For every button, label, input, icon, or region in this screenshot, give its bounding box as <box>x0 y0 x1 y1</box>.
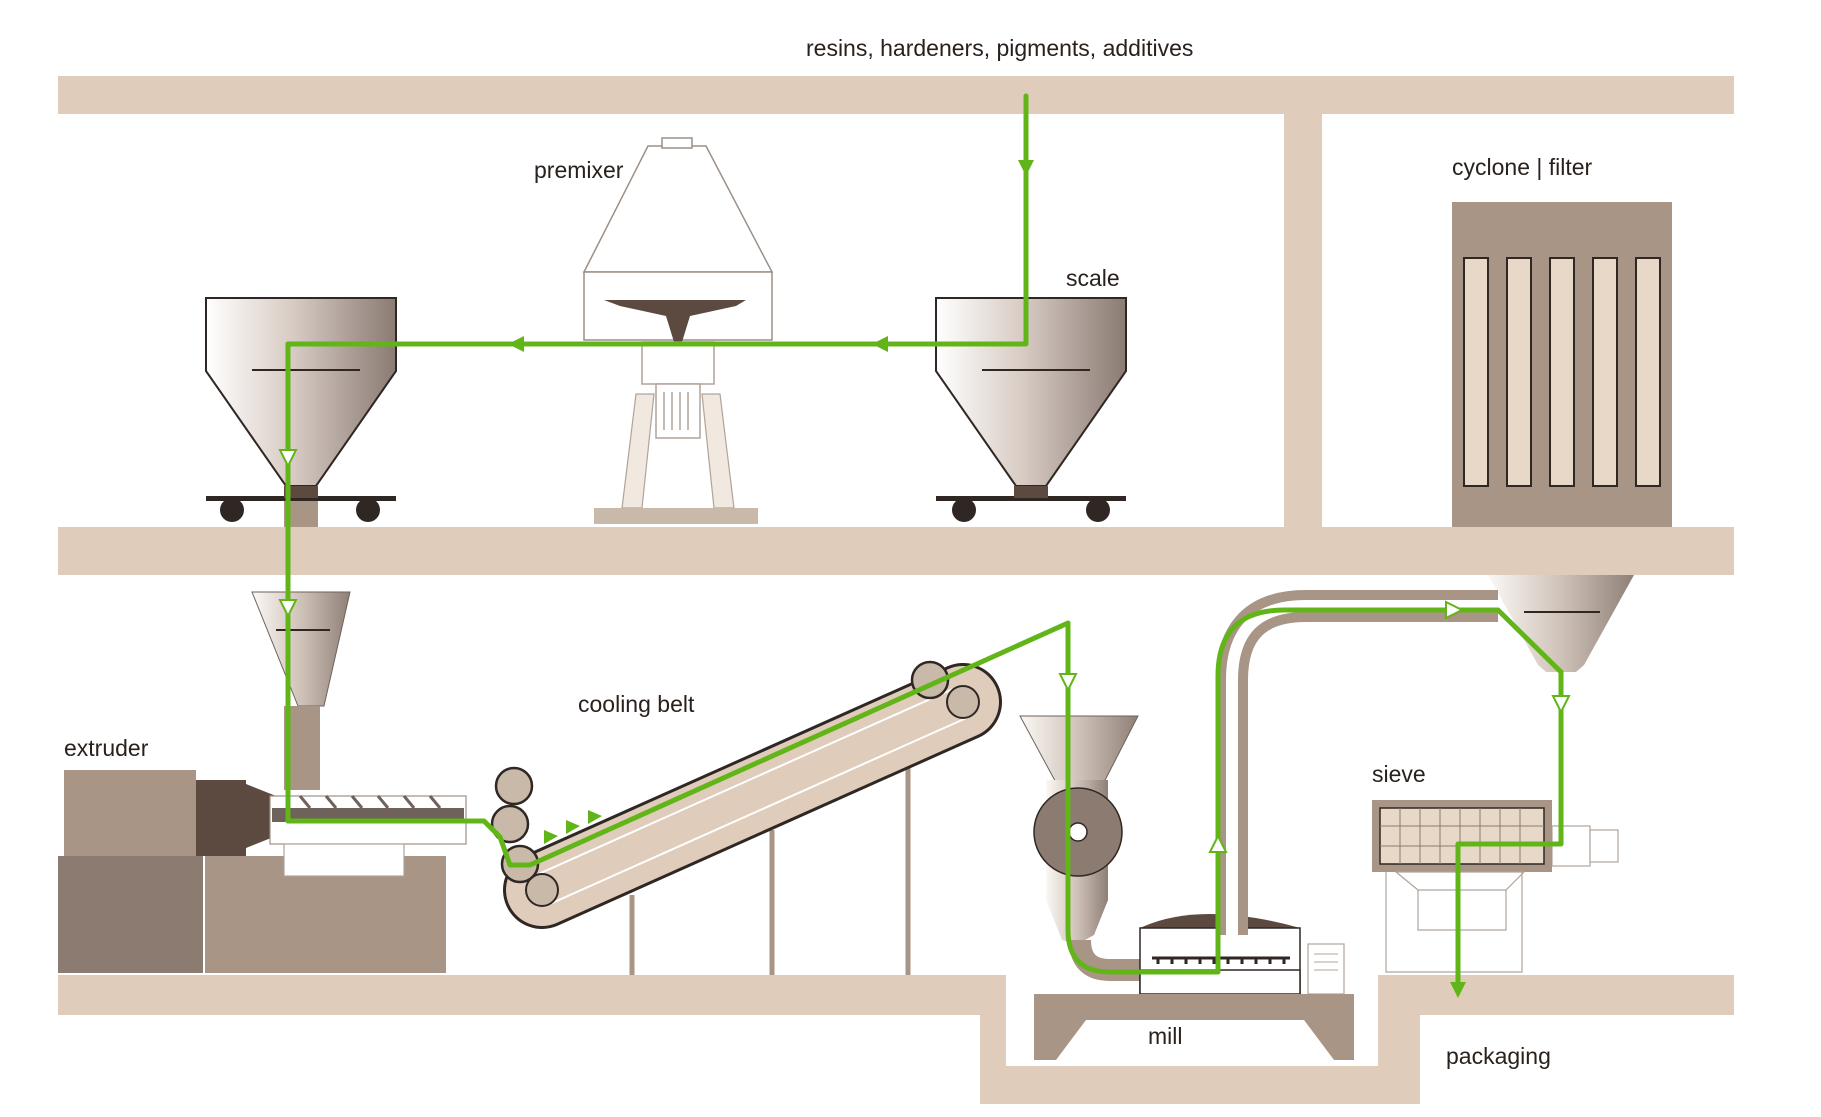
roof-slab <box>58 76 1734 114</box>
arrow-down-icon <box>1450 982 1466 998</box>
label-premixer: premixer <box>534 157 624 183</box>
arrow-down-icon <box>278 449 298 469</box>
wall-column <box>1284 76 1322 531</box>
label-sieve: sieve <box>1372 761 1426 787</box>
sieve-machine <box>1372 800 1619 973</box>
label-extruder: extruder <box>64 735 149 761</box>
extruder-machine <box>58 591 467 973</box>
pneumatic-duct <box>1216 590 1498 935</box>
arrow-right-icon <box>566 820 580 834</box>
arrow-down-icon <box>278 599 298 619</box>
building-structure <box>58 76 1734 1104</box>
flow-to-cooling-belt <box>285 620 1071 868</box>
ground-floor-left <box>58 975 1006 1015</box>
label-cooling-belt: cooling belt <box>578 691 695 717</box>
cooling-belt <box>490 660 1002 975</box>
arrow-right-icon <box>1445 600 1465 620</box>
premixer-machine <box>582 137 774 524</box>
upper-floor-slab <box>58 527 1734 575</box>
label-cyclone-filter: cyclone | filter <box>1452 154 1593 180</box>
arrow-down-icon <box>1551 695 1571 715</box>
flow-cyclone-to-sieve <box>1455 669 1564 995</box>
arrow-down-icon <box>1058 673 1078 693</box>
arrow-right-icon <box>544 830 558 844</box>
arrow-up-icon <box>1208 833 1228 853</box>
arrow-left-icon <box>508 336 524 352</box>
cyclone-filter <box>1452 202 1672 672</box>
ground-floor-right <box>1378 975 1734 1015</box>
scale-hopper <box>935 297 1127 522</box>
flow-mill-to-cyclone <box>1065 607 1564 975</box>
mill-pit <box>980 975 1420 1104</box>
left-hopper <box>205 297 397 527</box>
arrow-right-icon <box>588 810 602 824</box>
label-mill: mill <box>1148 1023 1183 1049</box>
flow-arrows <box>278 160 1571 998</box>
labels: resins, hardeners, pigments, additives p… <box>64 35 1593 1069</box>
arrow-down-icon <box>1018 160 1034 176</box>
label-scale: scale <box>1066 265 1120 291</box>
label-inputs: resins, hardeners, pigments, additives <box>806 35 1193 61</box>
label-packaging: packaging <box>1446 1043 1551 1069</box>
flow-feed-to-scale <box>285 93 1029 347</box>
arrow-left-icon <box>872 336 888 352</box>
material-flow-path <box>285 93 1564 995</box>
